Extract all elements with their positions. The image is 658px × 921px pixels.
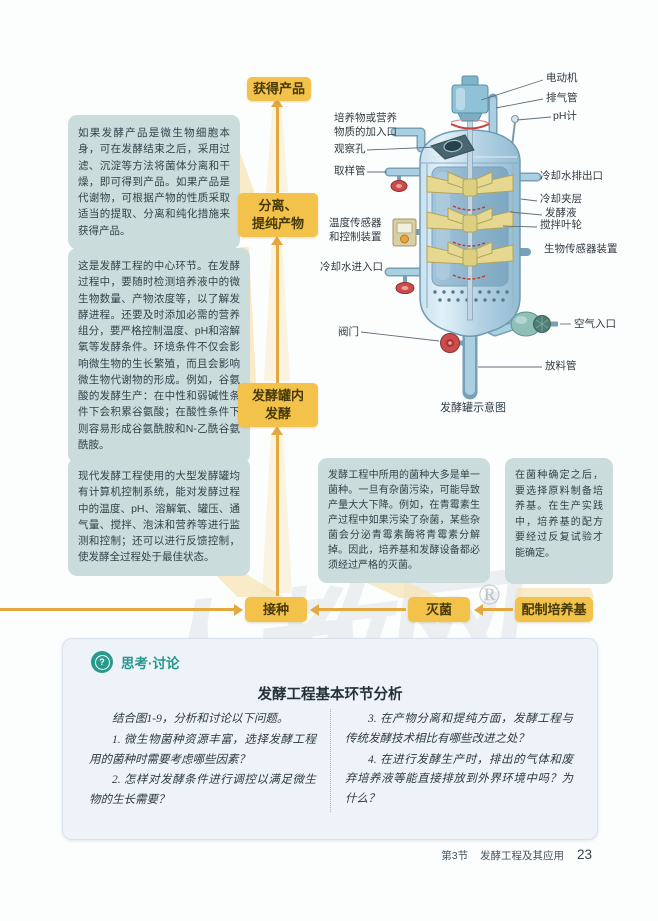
lightbulb-question-icon: ? — [91, 651, 113, 673]
arrow-up-icon — [271, 98, 283, 107]
panel-columns: 结合图1-9，分析和讨论以下问题。 1. 微生物菌种资源丰富，选择发酵工程用的菌… — [89, 709, 573, 812]
arrow-line — [276, 244, 279, 383]
registered-mark: ® — [478, 578, 501, 611]
label-biosensor: 生物传感器装置 — [544, 243, 618, 255]
arrow-left-icon — [310, 604, 319, 616]
fan-connector — [514, 588, 594, 598]
label-viewport: 观察孔 — [334, 143, 366, 155]
arrow-line — [0, 608, 234, 611]
note-sterilize: 发酵工程中所用的菌种大多是单一菌种。一旦有杂菌污染，可能导致产量大大下降。例如，… — [318, 458, 490, 583]
note-ferment: 这是发酵工程的中心环节。在发酵过程中，要随时检测培养液中的微生物数量、产物浓度等… — [68, 248, 250, 464]
label-ph-meter: pH计 — [553, 110, 577, 122]
think-discuss-panel: ? 思考·讨论 发酵工程基本环节分析 结合图1-9，分析和讨论以下问题。 1. … — [62, 638, 598, 840]
discussion-question-2: 2. 怎样对发酵条件进行调控以满足微生物的生长需要？ — [89, 774, 316, 807]
footer-page-number: 23 — [576, 847, 592, 862]
note-prepare-medium: 在菌种确定之后，要选择原料制备培养基。在生产实践中，培养基的配方要经过反复试验才… — [505, 458, 613, 584]
footer-chapter-title: 发酵工程及其应用 — [480, 850, 565, 862]
label-exhaust-pipe: 排气管 — [546, 92, 578, 104]
arrow-line — [276, 434, 279, 596]
label-discharge-pipe: 放料管 — [545, 360, 577, 372]
label-sampling-tube: 取样管 — [334, 165, 366, 177]
arrow-up-icon — [271, 426, 283, 435]
discussion-intro: 结合图1-9，分析和讨论以下问题。 — [112, 713, 289, 725]
diagram-caption: 发酵罐示意图 — [440, 402, 506, 414]
flow-step-inoculate: 接种 — [245, 597, 307, 622]
panel-tag: 思考·讨论 — [121, 656, 180, 671]
label-feed-inlet: 培养物或营养 物质的加入口 — [334, 112, 397, 138]
panel-column-left: 结合图1-9，分析和讨论以下问题。 1. 微生物菌种资源丰富，选择发酵工程用的菌… — [89, 709, 331, 812]
flow-step-separate-purify: 分离、 提纯产物 — [238, 193, 318, 237]
arrow-line — [276, 106, 279, 193]
arrow-right-icon — [234, 604, 243, 616]
panel-title: 发酵工程基本环节分析 — [257, 687, 403, 703]
arrow-line — [319, 608, 406, 611]
flow-step-sterilize: 灭菌 — [408, 597, 470, 622]
panel-column-right: 3. 在产物分离和提纯方面，发酵工程与传统发酵技术相比有哪些改进之处？ 4. 在… — [331, 709, 573, 812]
label-cooling-jacket: 冷却夹层 — [540, 193, 582, 205]
arrow-line — [483, 608, 513, 611]
page-footer: 第3节 发酵工程及其应用 23 — [360, 847, 592, 863]
flow-step-prepare-medium: 配制培养基 — [515, 597, 593, 622]
panel-header: ? 思考·讨论 — [91, 651, 180, 673]
flow-step-ferment-in-tank: 发酵罐内 发酵 — [238, 383, 318, 427]
label-air-inlet: 空气入口 — [574, 318, 616, 330]
discussion-question-1: 1. 微生物菌种资源丰富，选择发酵工程用的菌种时需要考虑哪些因素？ — [89, 733, 316, 766]
arrow-left-icon — [474, 604, 483, 616]
discussion-question-4: 4. 在进行发酵生产时，排出的气体和废弃培养液等能直接排放到外界环境中吗？为什么… — [345, 753, 573, 806]
note-separate-purify: 如果发酵产品是微生物细胞本身，可在发酵结束之后，采用过滤、沉淀等方法将菌体分离和… — [68, 115, 240, 249]
fermenter-tank-illustration — [360, 75, 571, 400]
label-temp-sensor: 温度传感器 和控制装置 — [329, 217, 382, 243]
label-valve: 阀门 — [338, 326, 359, 338]
arrow-up-icon — [271, 236, 283, 245]
discussion-question-3: 3. 在产物分离和提纯方面，发酵工程与传统发酵技术相比有哪些改进之处？ — [345, 713, 573, 745]
label-cooling-in: 冷却水进入口 — [320, 261, 383, 273]
label-cooling-out: 冷却水排出口 — [540, 170, 603, 182]
flow-step-obtain-product: 获得产品 — [247, 77, 311, 101]
footer-section: 第3节 — [441, 850, 469, 862]
label-impeller: 搅拌叶轮 — [540, 219, 582, 231]
note-computer-control: 现代发酵工程使用的大型发酵罐均有计算机控制系统，能对发酵过程中的温度、pH、溶解… — [68, 458, 250, 576]
label-broth: 发酵液 — [545, 207, 577, 219]
label-motor: 电动机 — [546, 72, 578, 84]
